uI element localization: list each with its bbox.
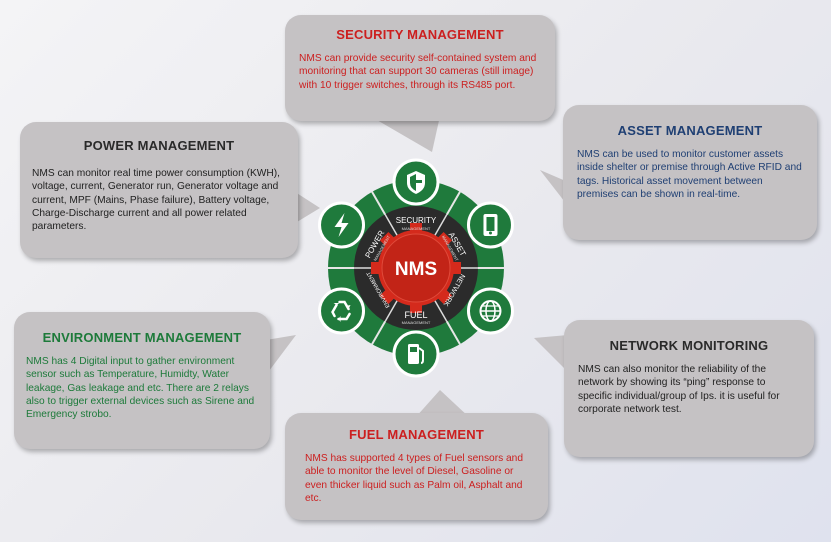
power-callout-tail bbox=[292, 190, 320, 225]
fuel-management-callout: FUEL MANAGEMENT NMS has supported 4 type… bbox=[285, 413, 548, 520]
asset-management-title: ASSET MANAGEMENT bbox=[617, 123, 763, 138]
globe-icon bbox=[466, 287, 514, 335]
fuel-pump-icon bbox=[392, 330, 440, 378]
environment-callout-tail bbox=[266, 335, 296, 375]
environment-management-callout: ENVIRONMENT MANAGEMENT NMS has 4 Digital… bbox=[14, 312, 270, 449]
power-management-title: POWER MANAGEMENT bbox=[83, 138, 235, 153]
recycle-icon bbox=[318, 287, 366, 335]
gear-icon bbox=[371, 223, 461, 313]
power-management-callout: POWER MANAGEMENT NMS can monitor real ti… bbox=[20, 122, 298, 258]
security-management-callout: SECURITY MANAGEMENT NMS can provide secu… bbox=[285, 15, 555, 121]
lightning-icon bbox=[318, 201, 366, 249]
fuel-callout-tail bbox=[415, 390, 470, 418]
center-label: NMS bbox=[395, 259, 437, 280]
network-callout-tail bbox=[534, 335, 568, 372]
power-management-text: NMS can monitor real time power consumpt… bbox=[32, 168, 280, 233]
environment-management-text: NMS has 4 Digital input to gather enviro… bbox=[26, 356, 255, 421]
shield-icon bbox=[392, 158, 440, 206]
security-management-title: SECURITY MANAGEMENT bbox=[336, 27, 504, 42]
network-monitoring-text: NMS can also monitor the reliability of … bbox=[578, 364, 780, 415]
ring-label-security: SECURITY bbox=[396, 216, 437, 225]
ring-label-fuel-sub: MANAGEMENT bbox=[402, 320, 431, 325]
network-monitoring-callout: NETWORK MONITORING NMS can also monitor … bbox=[564, 320, 814, 457]
network-monitoring-title: NETWORK MONITORING bbox=[609, 338, 769, 353]
ring-label-fuel: FUEL bbox=[404, 310, 427, 320]
asset-management-callout: ASSET MANAGEMENT NMS can be used to moni… bbox=[563, 105, 817, 240]
rfid-tag-icon bbox=[466, 201, 514, 249]
fuel-management-text: NMS has supported 4 types of Fuel sensor… bbox=[305, 453, 524, 504]
security-management-text: NMS can provide security self-contained … bbox=[299, 53, 537, 91]
nms-hub-diagram: NMS SECURITY MANAGEMENT ASSET MANAGEMENT… bbox=[318, 158, 514, 378]
asset-management-text: NMS can be used to monitor customer asse… bbox=[577, 149, 802, 200]
fuel-management-title: FUEL MANAGEMENT bbox=[349, 427, 484, 442]
ring-label-security-sub: MANAGEMENT bbox=[402, 226, 431, 231]
environment-management-title: ENVIRONMENT MANAGEMENT bbox=[42, 330, 242, 345]
